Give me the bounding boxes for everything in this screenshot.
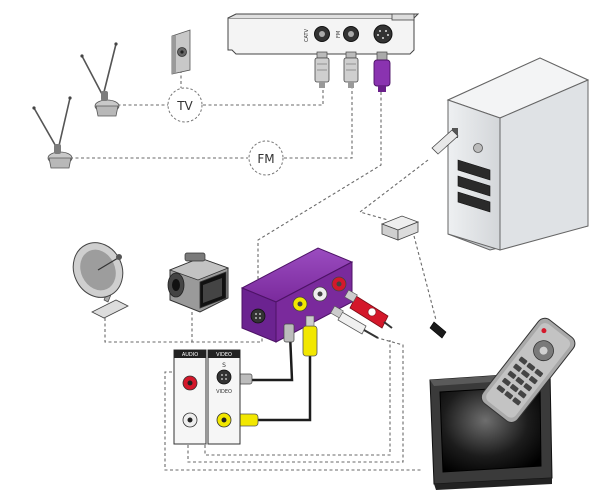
video-panel-label: VIDEO	[216, 352, 232, 358]
usb-plug	[431, 129, 459, 155]
audio-panel-label: AUDIO	[182, 352, 198, 358]
satellite-dish	[72, 242, 129, 319]
card-fm-label: FM	[336, 31, 342, 38]
tuner-card-bracket: CATV FM	[227, 13, 420, 55]
composite-yellow-cable	[235, 315, 318, 427]
ir-receiver	[380, 215, 420, 241]
tv-signal-label: TV	[167, 87, 203, 123]
fm-to-card-wire	[284, 88, 353, 159]
white-audio-plug	[330, 305, 379, 339]
breakout-box	[240, 247, 354, 343]
tv-label: TV	[176, 99, 193, 113]
s-video-cable	[237, 323, 295, 385]
din-purple-plug	[373, 51, 391, 92]
remote-control	[480, 317, 576, 423]
card-to-breakout-wire	[257, 92, 382, 282]
catv-label: CATV	[304, 28, 310, 42]
av-input-panel: AUDIO VIDEO S VIDEO	[173, 349, 241, 445]
wall-socket	[171, 29, 191, 75]
catv-plug	[314, 51, 330, 88]
pc-to-receiver-wire	[358, 159, 429, 221]
pc-tower	[446, 57, 590, 251]
ir-sensor	[429, 321, 447, 339]
video-small-label: VIDEO	[216, 389, 232, 395]
tv-antenna	[80, 42, 120, 117]
fm-antenna	[32, 96, 73, 169]
tv-to-catv-wire	[203, 88, 324, 106]
red-audio-plug	[344, 289, 393, 329]
s-video-label: S	[222, 362, 226, 369]
satellite-to-breakout-wire	[104, 318, 263, 343]
receiver-to-ir-wire	[413, 235, 437, 321]
fm-plug	[343, 51, 359, 88]
fm-signal-label: FM	[248, 140, 284, 176]
camcorder	[167, 252, 230, 313]
panel-to-tv-wire-1	[164, 371, 423, 471]
wires	[70, 70, 437, 471]
panel-to-red-plug-wire	[187, 337, 404, 463]
fm-label: FM	[257, 152, 274, 166]
